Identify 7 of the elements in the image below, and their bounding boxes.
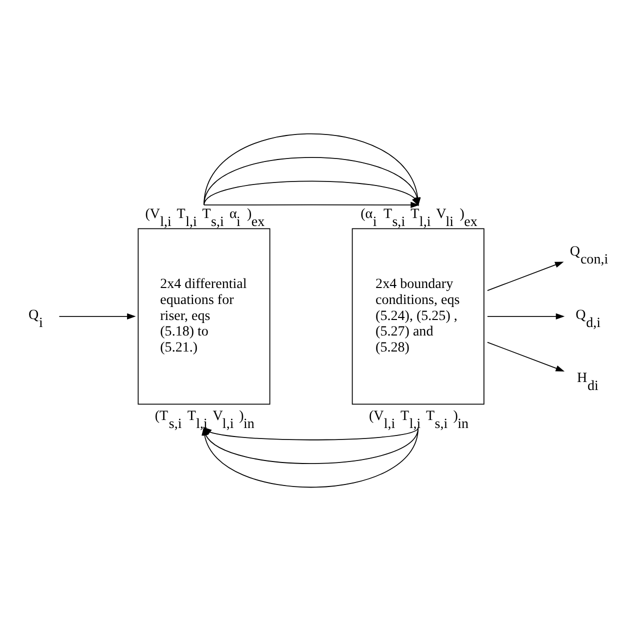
arrow xyxy=(487,261,564,290)
arrow xyxy=(487,341,565,371)
arrow xyxy=(58,312,136,319)
node-box: 2x4 boundary conditions, eqs (5.24), (5.25) , (5.27) and (5.28) xyxy=(352,228,484,404)
arrow xyxy=(487,312,565,319)
arrow xyxy=(204,201,420,208)
node-box: 2x4 differential equations for riser, eqs (5.18) to (5.21.) xyxy=(138,228,270,404)
